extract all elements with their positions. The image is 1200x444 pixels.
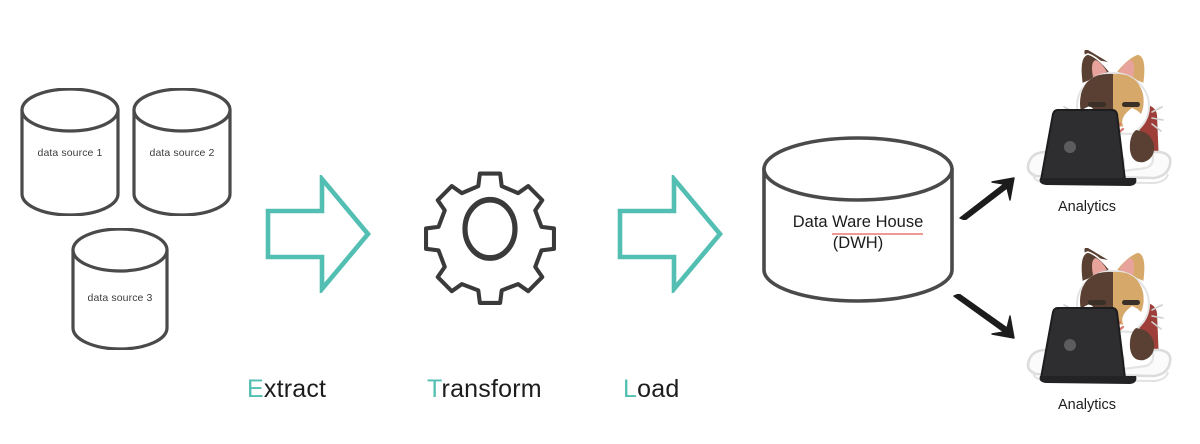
stage-label-extract: Extract bbox=[247, 375, 326, 404]
data-source-2-cylinder: data source 2 bbox=[130, 87, 234, 217]
stage-initial-e: E bbox=[247, 375, 264, 403]
stage-label-transform: Transform bbox=[427, 375, 542, 404]
stage-initial-l: L bbox=[623, 375, 638, 403]
block-arrow-right-icon bbox=[265, 172, 371, 296]
analytics-bottom-illustration bbox=[1012, 247, 1190, 401]
analytics-bottom-label: Analytics bbox=[1058, 397, 1117, 413]
stage-rest-extract: xtract bbox=[263, 375, 327, 403]
stage-label-load: Load bbox=[623, 375, 679, 404]
data-warehouse-cylinder: Data Ware House (DWH) bbox=[760, 136, 956, 304]
dwh-line2: (DWH) bbox=[832, 234, 884, 253]
stage-initial-t: T bbox=[427, 375, 442, 403]
data-source-1-cylinder: data source 1 bbox=[18, 87, 122, 217]
cat-at-laptop-illustration bbox=[1026, 247, 1172, 384]
data-source-2-label: data source 2 bbox=[149, 147, 215, 159]
gear-icon bbox=[424, 171, 556, 305]
extract-arrow bbox=[265, 172, 371, 298]
block-arrow-right-icon bbox=[617, 172, 723, 296]
arrow-down-right-icon bbox=[953, 293, 1015, 339]
transform-gear bbox=[424, 152, 556, 313]
data-warehouse-label: Data Ware House (DWH) bbox=[760, 212, 956, 254]
analytics-top-illustration bbox=[1012, 49, 1190, 203]
data-source-1-label: data source 1 bbox=[37, 147, 103, 159]
cat-at-laptop-illustration bbox=[1026, 49, 1172, 186]
data-source-3-cylinder: data source 3 bbox=[68, 227, 172, 351]
data-source-3-label: data source 3 bbox=[87, 292, 153, 304]
cylinder-shape-icon bbox=[132, 87, 232, 217]
analytics-top-label: Analytics bbox=[1058, 199, 1117, 215]
stage-rest-transform: ransform bbox=[441, 375, 542, 403]
arrow-up-right-icon bbox=[959, 177, 1015, 221]
arrow-to-analytics-top bbox=[958, 176, 1020, 225]
stage-rest-load: oad bbox=[637, 375, 680, 403]
dwh-line1-misspelled: Ware House bbox=[832, 212, 924, 236]
arrow-to-analytics-bottom bbox=[952, 293, 1022, 347]
load-arrow bbox=[617, 172, 723, 298]
cylinder-shape-icon bbox=[20, 87, 120, 217]
cylinder-shape-icon bbox=[71, 227, 169, 351]
dwh-line1-prefix: Data bbox=[792, 213, 833, 231]
